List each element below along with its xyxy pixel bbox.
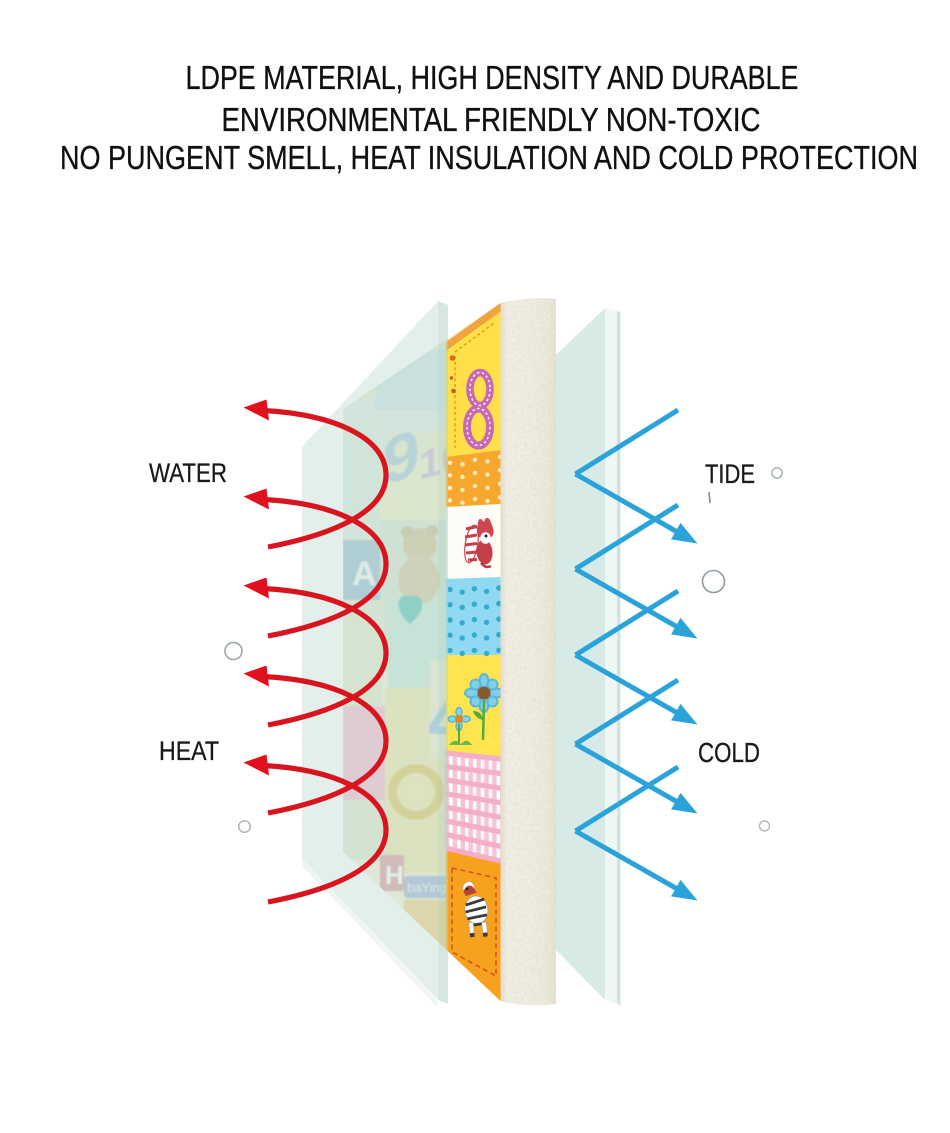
svg-text:9: 9 [383,415,420,500]
svg-text:NO PUNGENT SMELL, HEAT INSULAT: NO PUNGENT SMELL, HEAT INSULATION AND CO… [60,139,918,176]
svg-text:A: A [352,555,377,593]
svg-text:COLD: COLD [698,737,760,768]
svg-text:WATER: WATER [149,458,227,488]
svg-text:TIDE: TIDE [705,459,755,489]
svg-text:baYing: baYing [407,880,447,895]
svg-text:HEAT: HEAT [159,736,219,766]
svg-text:ENVIRONMENTAL FRIENDLY NON-TOX: ENVIRONMENTAL FRIENDLY NON-TOXIC [222,101,761,138]
svg-text:H: H [385,860,404,890]
svg-text:LDPE MATERIAL, HIGH DENSITY AN: LDPE MATERIAL, HIGH DENSITY AND DURABLE [186,59,799,96]
